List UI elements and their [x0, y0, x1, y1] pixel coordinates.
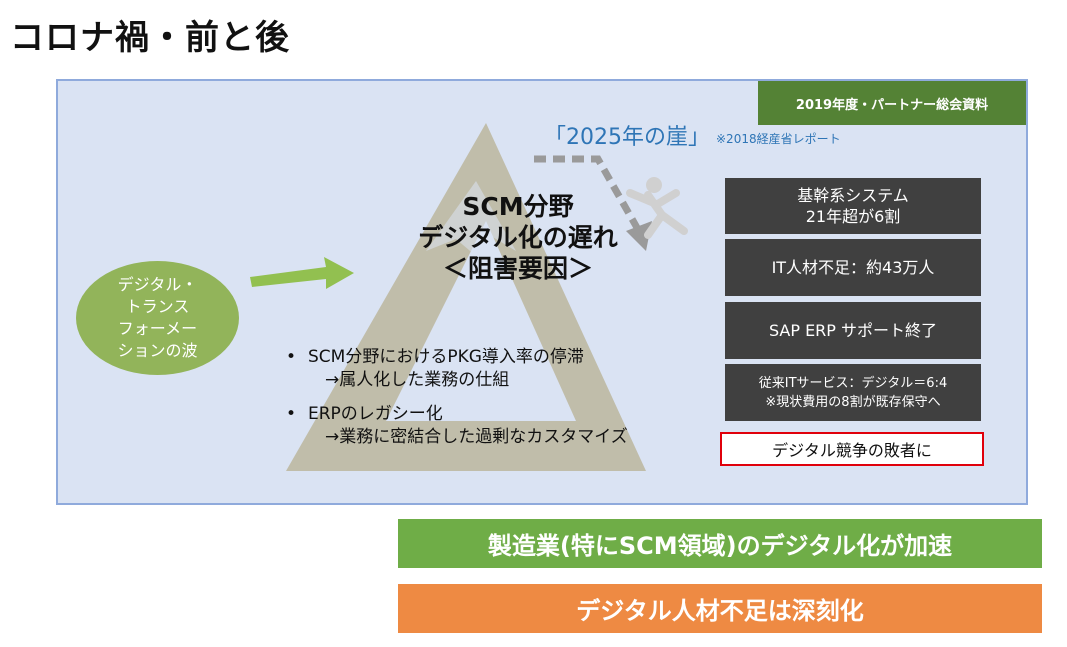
dashed-arrow-icon	[534, 155, 652, 251]
arrow-right-icon	[250, 257, 354, 289]
source-badge: 2019年度・パートナー総会資料	[758, 81, 1026, 125]
headline-line3: ＜阻害要因＞	[442, 254, 593, 283]
slide-panel: 2019年度・パートナー総会資料 デジタル・ トランス フォーメー ションの波 …	[56, 79, 1028, 505]
issue-it-spending: 従来ITサービス：デジタル＝6:4 ※現状費用の8割が既存保守へ	[725, 364, 981, 421]
bullet-list: • SCM分野におけるPKG導入率の停滞 →属人化した業務の仕組 • ERPのレ…	[286, 346, 756, 460]
falling-person-icon	[626, 177, 688, 239]
issue-sap-eol: SAP ERP サポート終了	[725, 302, 981, 359]
cliff-label: 「2025年の崖」	[544, 125, 710, 150]
cliff-note: ※2018経産省レポート	[716, 132, 841, 146]
issue-legacy-systems: 基幹系システム 21年超が6割	[725, 178, 981, 234]
mountain-icon	[286, 123, 646, 471]
bullet-text: ERPのレガシー化 →業務に密結合した過剰なカスタマイズ	[308, 404, 628, 447]
bullet-item: • ERPのレガシー化 →業務に密結合した過剰なカスタマイズ	[286, 403, 756, 449]
bullet-item: • SCM分野におけるPKG導入率の停滞 →属人化した業務の仕組	[286, 346, 756, 392]
bullet-dot: •	[286, 347, 297, 367]
banner-talent-shortage: デジタル人材不足は深刻化	[398, 584, 1042, 633]
headline: SCM分野 デジタル化の遅れ ＜阻害要因＞	[338, 191, 698, 284]
bullet-dot: •	[286, 404, 297, 424]
bullet-text: SCM分野におけるPKG導入率の停滞 →属人化した業務の仕組	[308, 347, 584, 390]
conclusion-box: デジタル競争の敗者に	[720, 432, 984, 466]
issue-it-shortage: IT人材不足：約43万人	[725, 239, 981, 296]
headline-line2: デジタル化の遅れ	[418, 223, 618, 252]
banner-digitalization: 製造業(特にSCM領域)のデジタル化が加速	[398, 519, 1042, 568]
page-title: コロナ禍・前と後	[10, 18, 290, 58]
headline-line1: SCM分野	[462, 192, 574, 221]
dx-wave-circle: デジタル・ トランス フォーメー ションの波	[76, 261, 239, 375]
